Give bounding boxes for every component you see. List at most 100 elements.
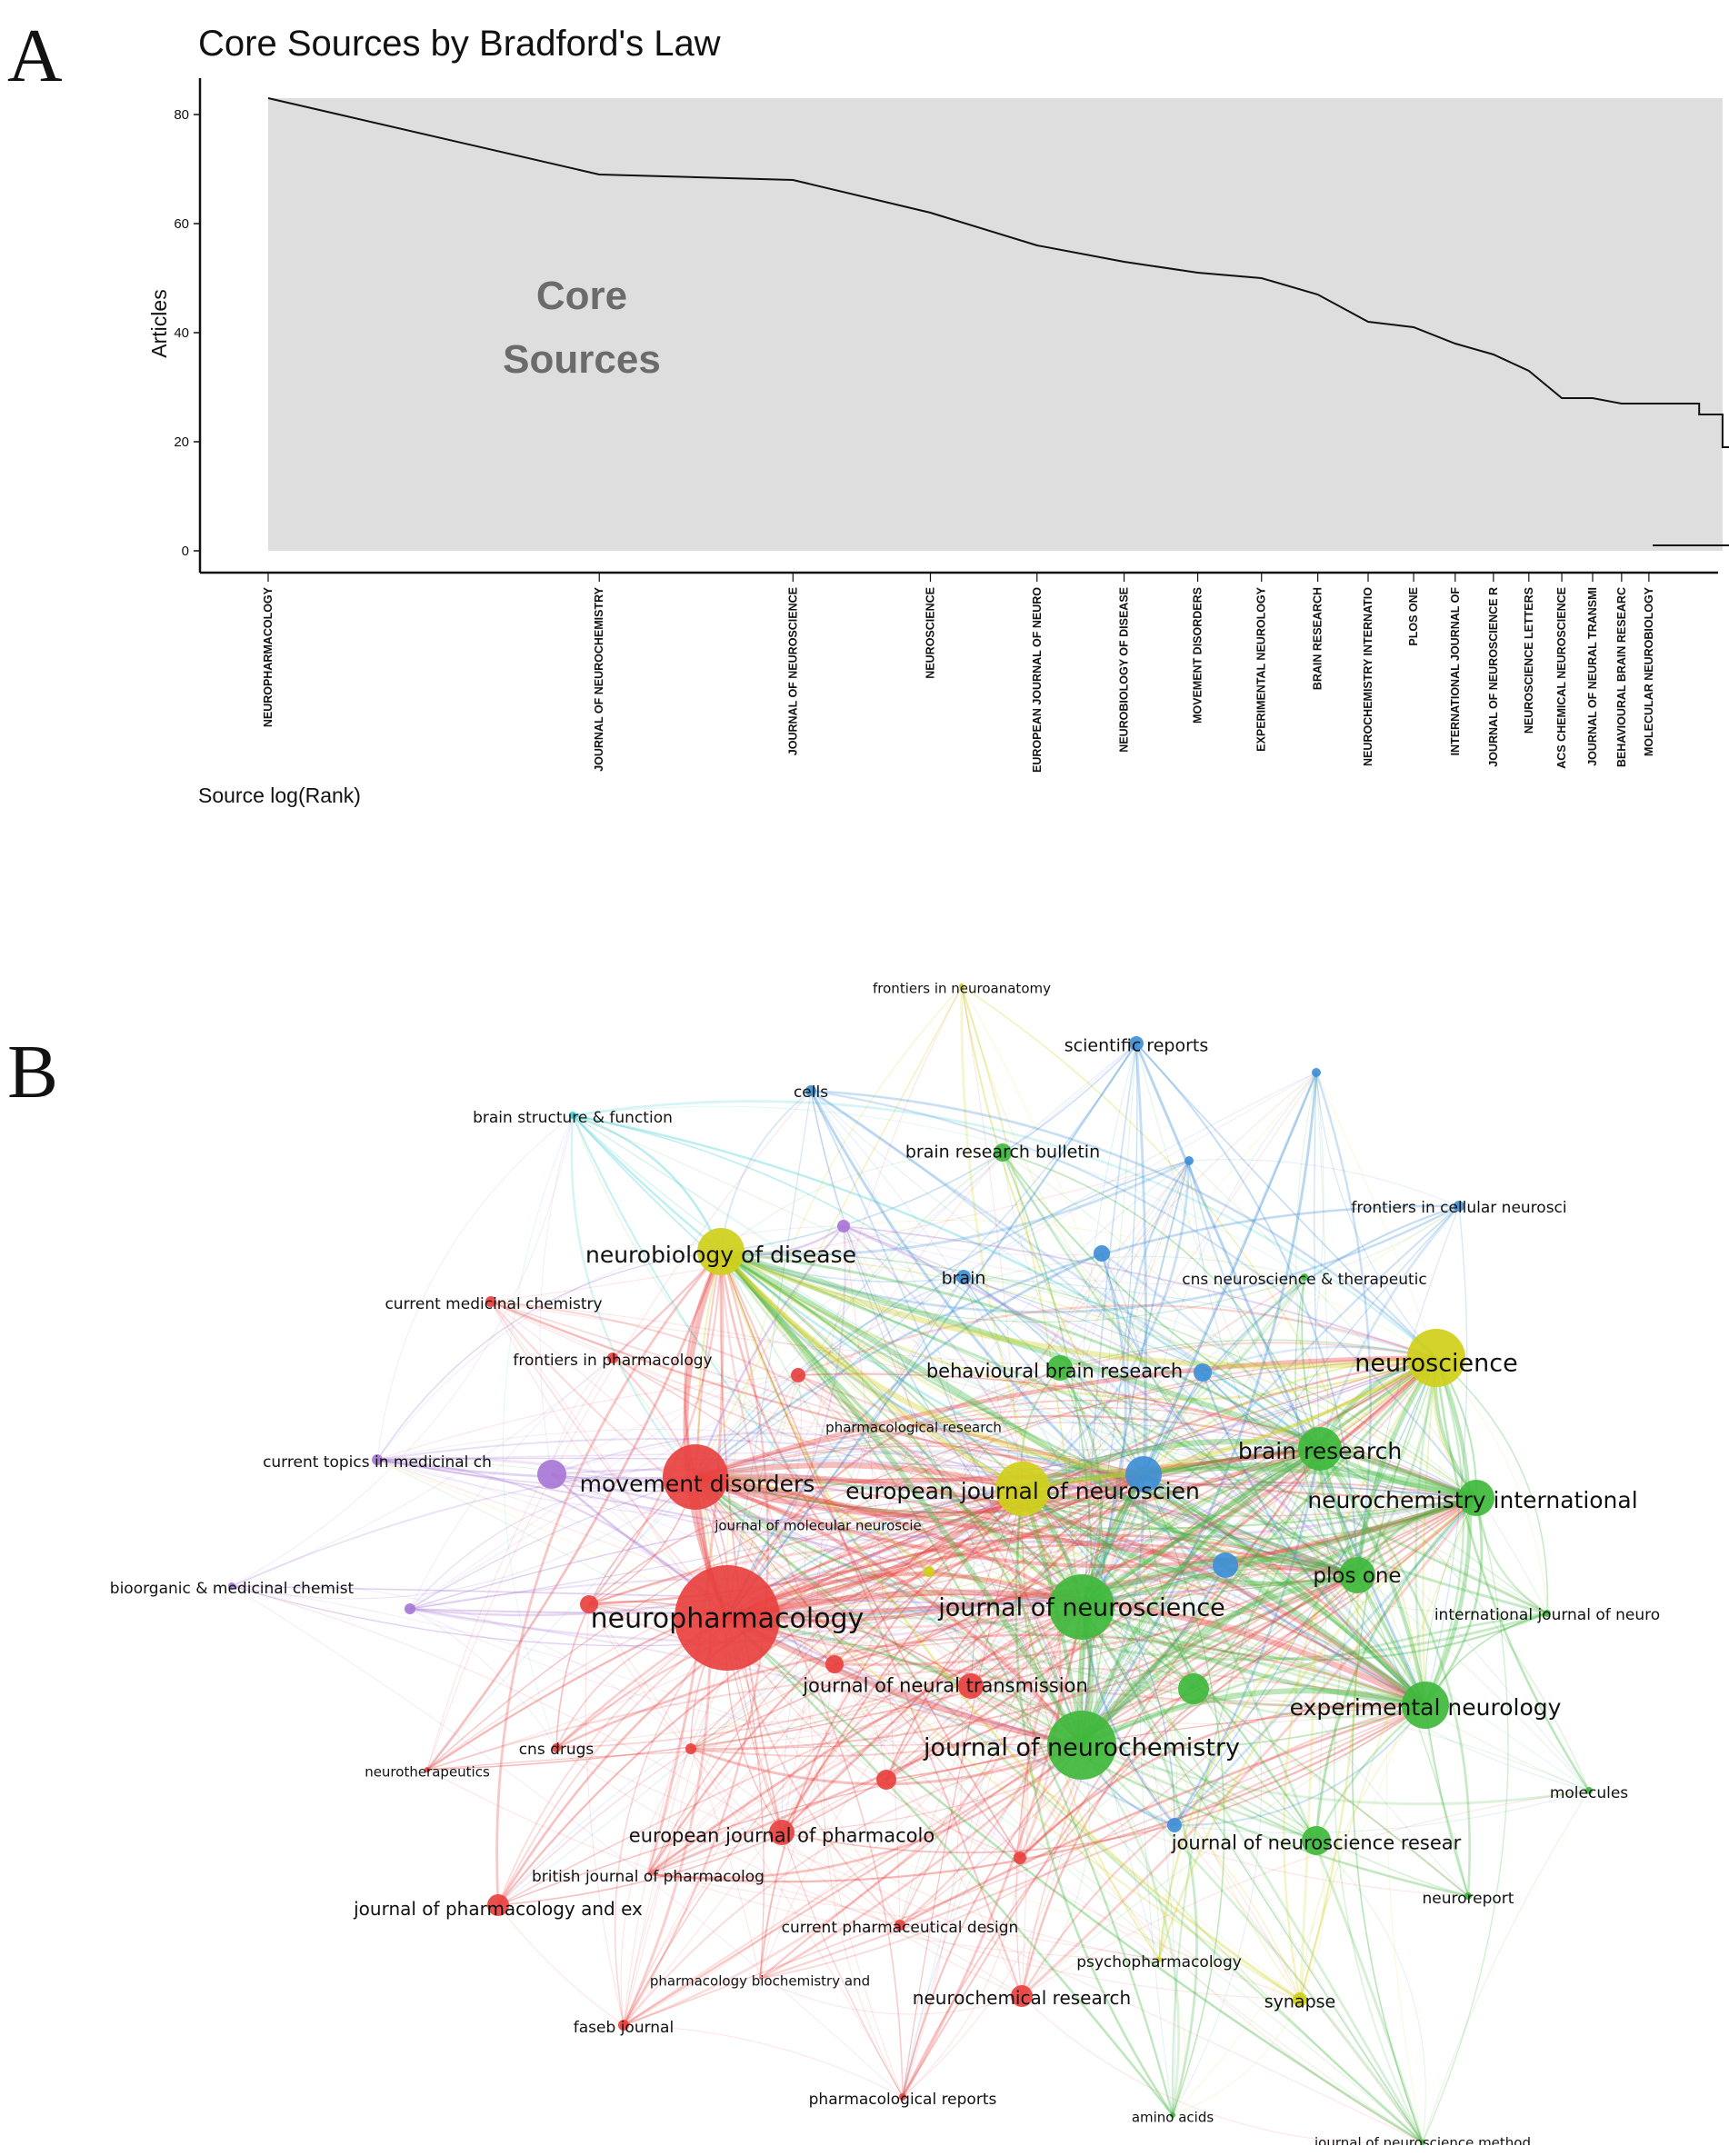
network-node-label: pharmacological reports <box>809 2091 997 2109</box>
network-edge <box>726 1357 1437 1619</box>
network-edge <box>1015 1473 1144 1997</box>
network-edge <box>551 1473 1144 1542</box>
network-edge <box>1143 1356 1437 1475</box>
network-edge <box>376 1251 722 1461</box>
network-edge <box>726 1617 904 2098</box>
network-edge <box>1020 1573 1358 1997</box>
network-edge <box>759 1473 1144 1980</box>
network-edge <box>695 1473 1427 1707</box>
network-node-label: journal of neural transmission <box>802 1674 1088 1696</box>
network-edge <box>1018 1488 1062 1859</box>
network-edge <box>614 1617 728 2026</box>
network-edge <box>612 1357 1083 1746</box>
network-edge <box>1158 1959 1186 2116</box>
network-edge <box>1142 1472 1427 1707</box>
network-edge <box>623 1374 799 2026</box>
network-edge <box>1318 1448 1472 1897</box>
network-edge <box>1081 1357 1437 1746</box>
network-edge <box>409 1608 1083 1746</box>
y-tick-label: 80 <box>174 107 189 123</box>
network-edge <box>1022 1487 1195 1690</box>
network-edge <box>572 1114 1358 1577</box>
network-edge <box>1080 1356 1437 1746</box>
network-edge <box>1298 1574 1359 2001</box>
network-edge <box>720 1250 1084 1746</box>
network-edge <box>588 1251 723 1605</box>
network-edge <box>797 1374 1358 1576</box>
network-node-unlabeled <box>580 1595 598 1613</box>
network-node-label: international journal of neuro <box>1434 1606 1660 1624</box>
network-node <box>1298 1427 1342 1471</box>
network-edge <box>551 1357 614 1475</box>
network-edge <box>376 1456 1084 1747</box>
network-edge <box>376 1458 728 1619</box>
network-edge <box>1422 1497 1509 2143</box>
source-tick-label: BRAIN RESEARCH <box>1312 587 1324 690</box>
network-edge <box>376 1374 799 1461</box>
network-edge <box>797 1374 1084 1746</box>
network-edge <box>490 1301 1083 1608</box>
network-edge <box>1019 1688 1194 1859</box>
network-edge <box>843 1225 914 1426</box>
network-edge <box>1172 1999 1301 2116</box>
network-edge <box>1315 1072 1437 1359</box>
network-edge <box>376 1114 574 1461</box>
network-edge <box>1022 1356 1437 1491</box>
network-edge <box>572 1113 1321 1450</box>
network-edge <box>620 1748 692 2026</box>
network-edge <box>1021 1744 1091 1997</box>
network-node-label: synapse <box>1264 1992 1335 2012</box>
network-edge <box>695 1367 1061 1478</box>
network-edge <box>426 1357 1437 1771</box>
network-node-label: bioorganic & medicinal chemist <box>110 1580 355 1598</box>
network-edge <box>1318 1205 1461 1450</box>
network-node-unlabeled <box>1167 1818 1182 1832</box>
network-edge <box>1142 1473 1424 2143</box>
network-edge <box>588 1473 1144 1616</box>
network-edge <box>572 1114 1144 1475</box>
network-node <box>1170 2112 1175 2118</box>
network-edge <box>695 1475 1477 1569</box>
network-edge <box>970 1473 1144 1687</box>
source-tick-label: PLOS ONE <box>1407 587 1420 646</box>
network-edge <box>1333 1574 1424 2143</box>
network-edge <box>1143 1276 1305 1475</box>
network-edge <box>690 1488 1024 1750</box>
network-edge <box>1188 1160 1426 1706</box>
network-edge <box>1304 1205 1460 1278</box>
network-edge <box>572 1114 1426 1706</box>
network-edge <box>901 1606 1084 2098</box>
network-edge <box>695 1445 1144 1478</box>
network-node-unlabeled <box>1014 1852 1026 1864</box>
network-edge <box>588 1472 1144 1606</box>
network-edge <box>690 1488 1024 1750</box>
network-edge <box>572 1114 1083 1746</box>
network-edge <box>719 1251 825 1528</box>
network-edge <box>690 1574 1358 1751</box>
network-node-label: faseb journal <box>574 2019 674 2037</box>
network-edge <box>1174 1357 1437 1826</box>
network-edge <box>720 1251 1426 1706</box>
network-edge <box>781 1357 1437 1833</box>
source-tick-label: BEHAVIOURAL BRAIN RESEARC <box>1615 587 1628 767</box>
network-edge <box>913 1406 1477 1499</box>
network-edge <box>1002 1152 1204 1373</box>
network-node-unlabeled <box>791 1368 805 1382</box>
network-edge <box>1171 1448 1321 2116</box>
network-node-label: neurotherapeutics <box>365 1763 490 1780</box>
network-edge <box>231 1114 574 1587</box>
network-node-label: neurochemistry international <box>1307 1487 1637 1513</box>
network-edge <box>1022 1487 1427 1707</box>
network-edge <box>1174 1704 1426 1827</box>
network-edge <box>1080 1446 1322 1610</box>
network-edge <box>1022 1488 1426 1706</box>
network-edge <box>1081 1357 1437 1746</box>
network-edge <box>1424 1357 1465 1706</box>
source-tick-label: NEUROPHARMACOLOGY <box>262 586 275 727</box>
network-edge <box>720 1204 1460 1313</box>
network-edge <box>1059 1366 1358 1577</box>
network-edge <box>834 1663 1469 1897</box>
network-edge <box>843 1225 1305 1285</box>
y-tick-label: 60 <box>174 216 189 232</box>
